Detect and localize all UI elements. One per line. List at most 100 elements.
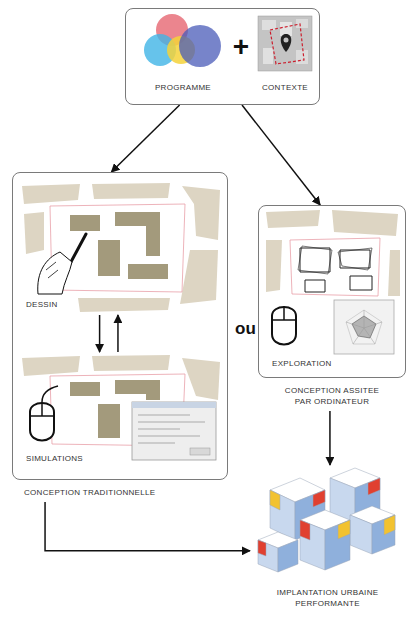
drawing-illustration-part — [180, 250, 218, 304]
simulation-illustration-part — [138, 443, 175, 444]
buildings-illustration-part — [258, 540, 266, 556]
drawing-illustration-part — [70, 215, 100, 231]
node-label: SIMULATIONS — [26, 454, 83, 465]
drawing-illustration-part — [78, 298, 170, 312]
node-label: IMPLANTATION URBAINE PERFORMANTE — [270, 588, 385, 610]
exploration-illustration-part — [290, 238, 380, 296]
buildings-illustration-part — [372, 515, 395, 554]
context-map-icon-part — [284, 38, 289, 43]
drawing-illustration-part — [24, 212, 44, 254]
buildings-illustration-part — [313, 490, 325, 507]
node-label: DESSIN — [26, 300, 58, 311]
flow-arrow — [329, 411, 331, 465]
context-map-icon-part — [296, 19, 308, 28]
drawing-illustration-part — [182, 186, 220, 240]
exploration-illustration-part — [364, 310, 365, 328]
exploration-illustration-part — [283, 306, 285, 320]
flow-arrow — [45, 502, 250, 551]
exploration-illustration-part — [388, 250, 400, 296]
simulation-illustration-part — [132, 402, 216, 408]
panel-frame — [12, 172, 228, 480]
computer-design-panel: EXPLORATION CONCEPTION ASSITEE PAR ORDINA… — [258, 205, 406, 411]
simulation-illustration-part — [41, 402, 43, 416]
buildings-illustration-part — [325, 520, 350, 570]
buildings-illustration-part — [270, 490, 295, 540]
drawing-illustration-part — [128, 264, 168, 279]
node-caption: CONCEPTION ASSITEE PAR ORDINATEUR — [277, 386, 387, 408]
drawing-illustration-part — [50, 204, 185, 292]
panel-frame — [258, 205, 406, 378]
buildings-illustration-part — [368, 478, 380, 495]
exploration-illustration-part — [298, 246, 332, 274]
buildings-illustration-part — [300, 520, 325, 570]
simulation-illustration-part — [22, 356, 80, 376]
drawing-illustration-part — [38, 252, 72, 294]
buildings-illustration-part — [270, 490, 280, 510]
programme-venn-icon-part — [179, 25, 221, 67]
exploration-illustration-part — [364, 328, 375, 344]
simulation-illustration — [22, 355, 220, 460]
buildings-illustration-part — [338, 520, 350, 539]
alternative-label: ou — [235, 320, 256, 337]
drawing-illustration-part — [115, 212, 160, 256]
buildings-illustration-part — [278, 540, 298, 572]
exploration-illustration-part — [350, 276, 372, 290]
input-panel: PROGRAMME+CONTEXTE — [125, 8, 320, 105]
context-map-icon-part — [280, 22, 292, 36]
exploration-illustration-part — [338, 248, 372, 270]
exploration-illustration-part — [346, 322, 364, 328]
node-caption: CONTEXTE — [245, 83, 325, 94]
exploration-illustration-part — [340, 250, 370, 268]
simulation-illustration-part — [30, 403, 54, 441]
drawing-illustration-part — [98, 240, 120, 276]
simulation-illustration-part — [70, 382, 100, 396]
simulation-illustration-part — [115, 380, 160, 400]
simulation-illustration-part — [98, 404, 120, 438]
simulation-step: SIMULATIONS — [18, 352, 222, 472]
drawing-illustration — [22, 183, 220, 312]
node-label: EXPLORATION — [272, 359, 332, 370]
flow-arrow — [111, 105, 179, 172]
exploration-illustration-part — [364, 322, 382, 328]
simulation-illustration-part — [190, 448, 210, 455]
exploration-illustration-part — [334, 300, 394, 354]
context-map-icon-part — [262, 20, 276, 30]
node-label: PROGRAMME — [143, 83, 223, 94]
simulation-illustration-part — [138, 422, 205, 423]
exploration-illustration-part — [300, 248, 330, 272]
flow-arrow — [99, 315, 101, 352]
context-map-icon-part — [281, 34, 292, 52]
exploration-illustration-part — [353, 328, 364, 344]
exploration-illustration-part — [346, 310, 382, 344]
exploration-illustration-part — [305, 280, 325, 292]
simulation-illustration-part — [138, 415, 190, 416]
exploration-illustration-part — [266, 210, 320, 228]
simulation-illustration-part — [182, 358, 220, 400]
node-caption: + — [229, 33, 253, 61]
simulation-illustration-part — [138, 436, 200, 437]
context-map-icon-part — [258, 16, 312, 71]
exploration-illustration-part — [332, 210, 398, 236]
exploration-illustration-part — [266, 240, 282, 292]
drawing-step: DESSIN — [18, 180, 222, 315]
drawing-illustration-part — [92, 183, 170, 199]
simulation-illustration-part — [30, 415, 54, 417]
drawing-illustration-part — [22, 184, 80, 204]
buildings-illustration-part — [350, 515, 372, 554]
context-map-icon-part — [263, 48, 273, 64]
exploration-illustration — [266, 210, 400, 354]
urban-layout-result: IMPLANTATION URBAINE PERFORMANTE — [250, 465, 405, 613]
drawing-illustration-part — [46, 262, 58, 278]
buildings-illustration-part — [384, 515, 395, 535]
exploration-illustration-part — [272, 319, 296, 321]
simulation-illustration-part — [42, 386, 58, 402]
context-map-icon-part — [296, 50, 308, 64]
buildings-illustration — [258, 468, 395, 572]
buildings-illustration-part — [300, 520, 310, 540]
simulation-illustration-part — [92, 355, 170, 371]
flow-arrow — [242, 105, 320, 205]
node-label: CONCEPTION TRADITIONNELLE — [24, 488, 155, 499]
